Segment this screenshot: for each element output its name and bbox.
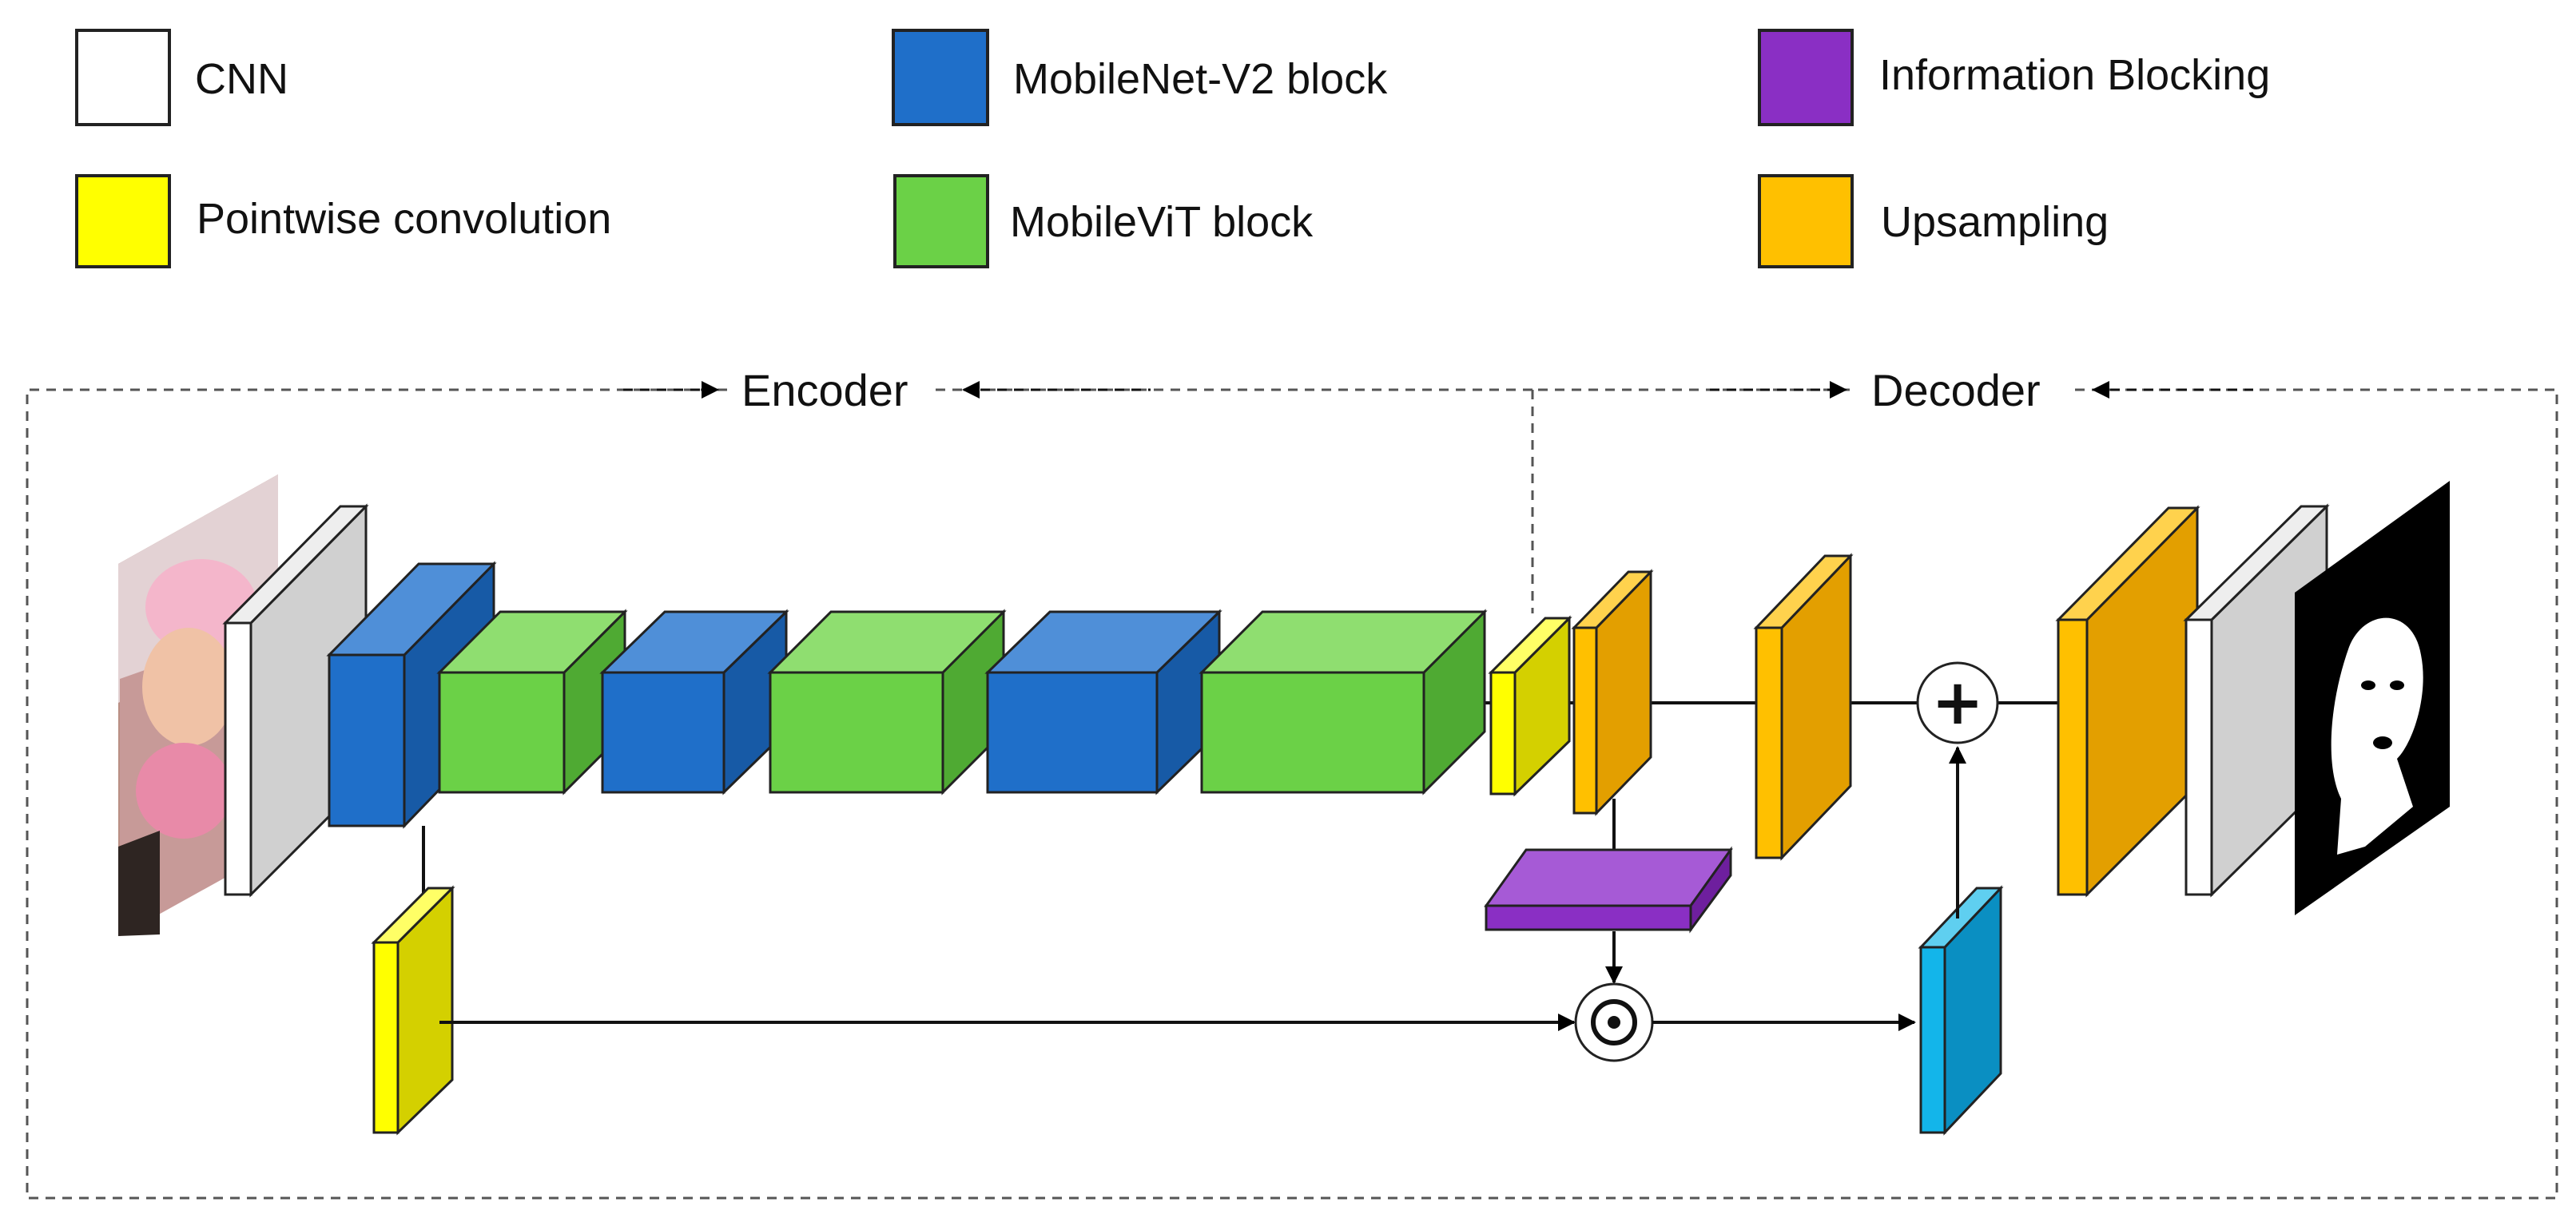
legend: CNN MobileNet-V2 block Information Block… xyxy=(75,29,2270,268)
legend-label-cnn: CNN xyxy=(195,55,288,103)
encoder-frame xyxy=(26,388,2558,1200)
information-blocking-block xyxy=(1484,846,1733,934)
upsample-block-2 xyxy=(1753,553,1854,861)
legend-swatch-mobilevit xyxy=(893,174,989,268)
multiply-dot xyxy=(1608,1016,1620,1029)
mobilenet-block-2 xyxy=(599,609,789,795)
encoder-title: Encoder xyxy=(741,365,908,415)
output-matte xyxy=(2295,481,2450,915)
legend-swatch-information-blocking xyxy=(1758,29,1854,126)
encoder-title-bg xyxy=(729,363,928,416)
pointwise-block-encoder xyxy=(1488,615,1572,797)
mobilevit-block-1 xyxy=(436,609,628,795)
add-operator: + xyxy=(1916,661,1999,744)
legend-label-upsampling: Upsampling xyxy=(1881,198,2109,246)
skip-feature-block xyxy=(1918,885,2004,1136)
input-image-dress xyxy=(136,743,232,839)
add-operator-symbol: + xyxy=(1931,667,1983,739)
multiply-operator xyxy=(1574,982,1654,1062)
legend-label-pointwise: Pointwise convolution xyxy=(197,195,611,243)
legend-item-mobilevit: MobileViT block xyxy=(893,174,1314,268)
multiply-ring xyxy=(1591,999,1637,1045)
legend-item-mobilenet: MobileNet-V2 block xyxy=(892,29,1388,126)
legend-item-information-blocking: Information Blocking xyxy=(1758,29,2270,126)
legend-label-mobilevit: MobileViT block xyxy=(1010,198,1314,246)
output-matte-eye-left xyxy=(2361,680,2375,690)
legend-item-pointwise: Pointwise convolution xyxy=(75,174,611,268)
legend-label-information-blocking: Information Blocking xyxy=(1879,51,2270,99)
legend-swatch-mobilenet xyxy=(892,29,989,126)
mobilevit-block-3 xyxy=(1199,609,1488,795)
legend-swatch-cnn xyxy=(75,29,171,126)
mobilevit-block-2 xyxy=(767,609,1007,795)
legend-label-mobilenet: MobileNet-V2 block xyxy=(1013,55,1388,103)
legend-item-upsampling: Upsampling xyxy=(1758,174,2109,268)
legend-item-cnn: CNN xyxy=(75,29,288,126)
legend-swatch-pointwise xyxy=(75,174,171,268)
output-matte-mouth xyxy=(2373,736,2392,749)
mobilenet-block-3 xyxy=(984,609,1222,795)
input-image-face xyxy=(142,628,235,746)
decoder-title: Decoder xyxy=(1871,365,2041,415)
output-matte-eye-right xyxy=(2390,680,2404,690)
upsample-block-1 xyxy=(1571,569,1654,816)
pointwise-block-skip xyxy=(371,885,455,1136)
section-frames xyxy=(26,388,2558,1200)
decoder-title-bg xyxy=(1857,363,2073,416)
upsample-block-3 xyxy=(2055,505,2200,898)
legend-swatch-upsampling xyxy=(1758,174,1854,268)
